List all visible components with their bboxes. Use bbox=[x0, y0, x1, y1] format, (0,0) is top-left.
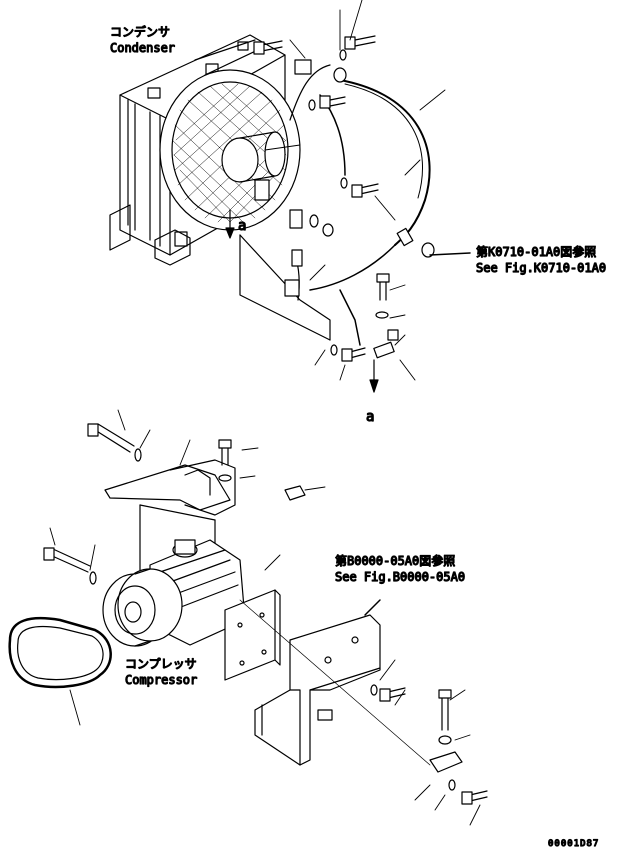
compressor-clutch-pulley bbox=[102, 568, 183, 647]
arrow-a-lower bbox=[369, 359, 379, 393]
bolt-group-upper bbox=[253, 35, 435, 362]
bolt-group-lower bbox=[43, 423, 488, 805]
ref-a-upper: a bbox=[238, 218, 246, 234]
condenser-label-jp: コンデンサ bbox=[110, 24, 170, 39]
ref-fig1-jp: 第K0710-01A0図参照 bbox=[476, 244, 596, 259]
support-bracket bbox=[254, 614, 381, 766]
ref-a-lower: a bbox=[366, 409, 374, 425]
connector bbox=[254, 59, 414, 359]
compressor-label-en: Compressor bbox=[125, 673, 197, 687]
figure-number: 00001D87 bbox=[548, 839, 599, 849]
ref-fig2-en: See Fig.B0000-05A0 bbox=[335, 570, 465, 584]
condenser-label-en: Condenser bbox=[110, 41, 175, 55]
leader-lines-lower bbox=[49, 409, 481, 826]
ref-fig1-en: See Fig.K0710-01A0 bbox=[476, 261, 606, 275]
mounting-plate bbox=[224, 589, 281, 681]
leader-lines-upper bbox=[264, 0, 471, 381]
fan-shroud bbox=[159, 69, 301, 231]
arrow-a-upper bbox=[225, 209, 235, 239]
drive-belt bbox=[8, 616, 112, 689]
ref-fig2-jp: 第B0000-05A0図参照 bbox=[335, 553, 455, 568]
compressor-label-jp: コンプレッサ bbox=[125, 657, 197, 671]
